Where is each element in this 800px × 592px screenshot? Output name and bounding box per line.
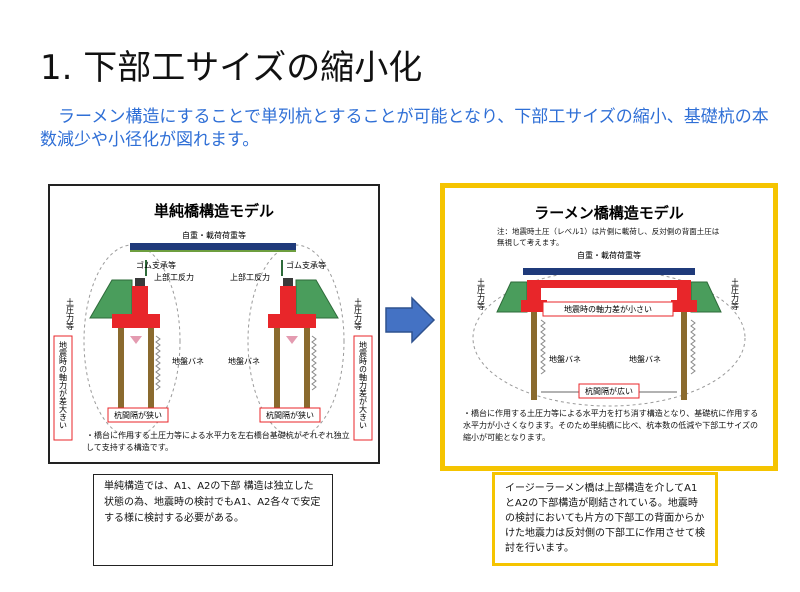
soil-left [89,279,133,319]
soil-right [295,279,339,319]
left-earth-label: 土圧力等 [66,297,75,330]
right-spring-label: 地盤バネ [228,356,260,366]
rahmen-bridge-diagram: ラーメン橋構造モデル 自重・載荷荷重等 土圧力等 土圧力等 地震時の軸力差が小さ… [472,204,746,407]
right-rubber-label: ゴム支承等 [286,260,326,270]
bearing-right [283,278,293,286]
abutment-left-wall [132,286,148,318]
arrow-right-icon [385,296,436,344]
rahmen-spring-left [540,319,546,375]
right-reaction-label: 上部工反力 [230,272,270,282]
left-note: ・橋台に作用する土圧力等による水平力を左右橋台基礎杭がそれぞれ独立して支持する構… [86,431,350,452]
slide-subtitle: ラーメン構造にすることで単列杭とすることが可能となり、下部工サイズの縮小、基礎杭… [40,107,769,150]
rahmen-bridge-panel: ラーメン橋構造モデル 自重・載荷荷重等 土圧力等 土圧力等 地震時の軸力差が小さ… [440,183,778,471]
slide-title: 1. 下部工サイズの縮小化 [40,48,423,88]
right-earth-label: 土圧力等 [354,297,363,330]
rahmen-axial-label: 地震時の軸力差が小さい [564,304,652,314]
rahmen-top-beam [527,280,691,288]
rahmen-pile-right [681,312,687,400]
right-axial-box [353,335,373,441]
pile-left-2 [148,328,154,414]
girder-flange [130,250,296,252]
right-axial-label: 地震時の軸力差が大きい [359,340,368,429]
pile-left-1 [118,328,124,414]
left-caption: 単純構造では、A1、A2の下部 構造は独立した状態の為、地震時の検討でもA1、A… [93,474,333,566]
rahmen-pile-left [531,312,537,400]
rahmen-axial-box [542,301,674,317]
spring-right [311,335,317,391]
left-pile-label: 杭間隔が狭い [114,410,162,420]
right-note: ・橋台に作用する土圧力等による水平力を打ち消す構造となり、基礎杭に作用する水平力… [463,409,759,442]
axial-arrow-right [286,336,298,344]
left-axial-label: 地震時の軸力が差大きい [59,340,68,429]
abutment-left-footing [112,314,160,328]
rahmen-spring-left-label: 地盤バネ [549,354,581,364]
rahmen-earth-left-label: 土圧力等 [477,277,486,310]
spring-left [155,335,161,391]
rahmen-pile-label: 杭間隔が広い [585,386,633,396]
abutment-right-footing [268,314,316,328]
right-caption: イージーラーメン橋は上部構造を介してA1とA2の下部構造が剛結されている。地震時… [492,472,718,566]
abutment-right-wall [280,286,296,318]
pile-right-2 [304,328,310,414]
right-heading: ラーメン橋構造モデル [534,204,683,222]
simple-bridge-panel: 単純橋構造モデル 自重・載荷荷重等 ゴム支承等 ゴム支承等 [48,184,380,464]
rahmen-pile-box [578,383,640,399]
left-rubber-label: ゴム支承等 [136,260,176,270]
left-pile-box [107,407,169,423]
simple-bridge-diagram: 単純橋構造モデル 自重・載荷荷重等 ゴム支承等 ゴム支承等 [53,202,373,441]
bearing-left [135,278,145,286]
left-reaction-label: 上部工反力 [154,272,194,282]
left-spring-label: 地盤バネ [172,356,204,366]
left-axial-box [53,335,73,441]
right-note-top: 注：地震時土圧（レベル1）は片側に載荷し、反対側の背面土圧は無視して考えます。 [497,227,720,247]
rahmen-spring-right-label: 地盤バネ [629,354,661,364]
right-pile-label: 杭間隔が狭い [266,410,314,420]
left-heading: 単純橋構造モデル [154,202,274,220]
girder [130,243,296,250]
left-load-label: 自重・載荷荷重等 [182,230,246,240]
axial-arrow-left [130,336,142,344]
rahmen-spring-right [690,319,696,375]
rahmen-earth-right-label: 土圧力等 [731,277,740,310]
right-pile-box [259,407,321,423]
rahmen-right-footing [671,300,697,312]
pile-right-1 [274,328,280,414]
rahmen-girder [523,268,695,275]
right-load-label: 自重・載荷荷重等 [577,250,641,260]
rahmen-left-footing [521,300,547,312]
